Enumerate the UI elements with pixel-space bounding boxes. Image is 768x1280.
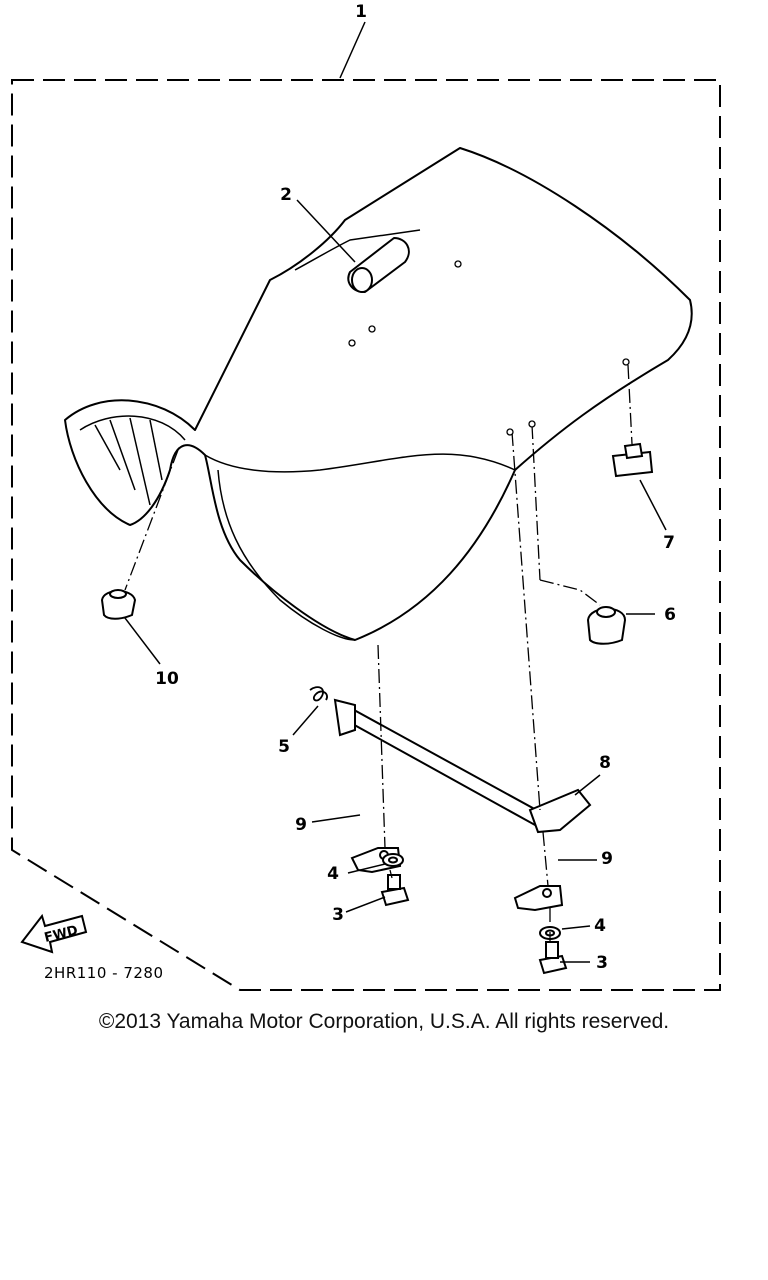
part-10-damper <box>100 589 137 620</box>
assembly-boundary <box>11 79 721 991</box>
callout-8: 8 <box>599 753 611 773</box>
fwd-arrow-icon: FWD <box>20 913 88 954</box>
callout-7: 7 <box>663 533 675 553</box>
callout-4-right: 4 <box>594 916 606 936</box>
callout-6: 6 <box>664 605 676 625</box>
drawing-code: 2HR110 - 7280 <box>44 964 164 982</box>
upper-holes <box>506 358 630 436</box>
copyright-notice: ©2013 Yamaha Motor Corporation, U.S.A. A… <box>98 1010 670 1033</box>
part-6-damper <box>586 606 627 645</box>
callout-5: 5 <box>278 737 290 757</box>
callout-1: 1 <box>355 2 367 22</box>
callout-2: 2 <box>280 185 292 205</box>
part-3-bolts <box>380 874 568 975</box>
callout-4-left: 4 <box>327 864 339 884</box>
callout-3-right: 3 <box>596 953 608 973</box>
part-5-spring <box>309 686 328 702</box>
hinge-rod <box>333 698 542 827</box>
callout-10: 10 <box>155 669 179 689</box>
callout-3-left: 3 <box>332 905 344 925</box>
part-7-damper <box>611 442 654 478</box>
callouts: 1 2 3 3 4 4 5 6 7 8 9 9 10 <box>155 2 676 973</box>
assembly-lines <box>124 364 633 942</box>
part-9-clip-right <box>513 885 564 912</box>
leader-1 <box>339 21 366 79</box>
callout-9-left: 9 <box>295 815 307 835</box>
leaders <box>124 199 667 963</box>
seat <box>64 147 693 641</box>
callout-9-right: 9 <box>601 849 613 869</box>
part-8-bracket <box>528 788 592 834</box>
